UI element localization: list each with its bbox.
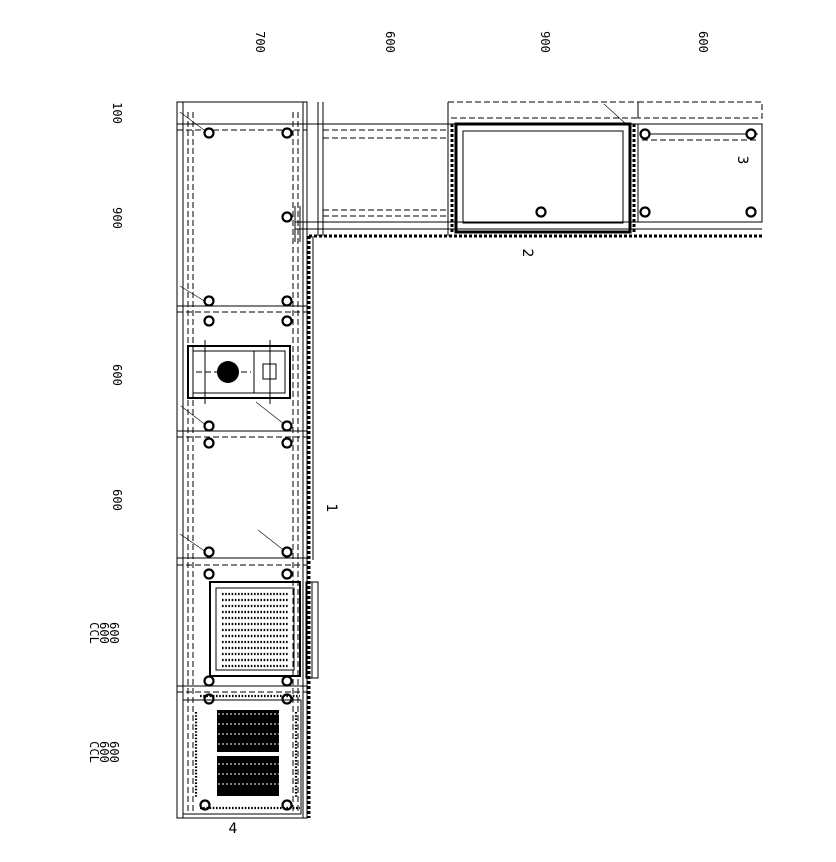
top-dimensions: 700 600 900 600	[253, 31, 710, 53]
hinge-icon	[281, 675, 293, 687]
hinge-icon	[281, 546, 293, 558]
section-600b-frame	[637, 123, 763, 223]
hinge-icon	[203, 675, 215, 687]
dim-top-0: 700	[253, 31, 267, 53]
side-stack-2-line-2: 600	[107, 741, 121, 763]
hinge-icon	[535, 206, 547, 218]
hinge-icon	[203, 568, 215, 580]
hinge-icon	[281, 437, 293, 449]
swing-tick-1	[179, 111, 205, 131]
sink-inner	[215, 587, 295, 671]
unit-4-block-top	[217, 710, 279, 752]
hinge-icon	[203, 295, 215, 307]
sink-grid	[222, 592, 288, 668]
hinge-icon	[281, 420, 293, 432]
unit-4-block-bottom	[217, 756, 279, 796]
left-cabinet-run	[176, 101, 319, 819]
cooktop-inner	[192, 350, 286, 394]
section-600b-top	[637, 101, 763, 119]
hinge-icon	[281, 295, 293, 307]
hinge-icon	[639, 128, 651, 140]
section-900-swing	[603, 103, 627, 125]
hinge-icon	[203, 127, 215, 139]
swing-tick-2	[179, 285, 207, 303]
dim-side-1: 900	[110, 207, 124, 229]
side-dimensions: 100 900 600 600 CCL 600 600 CCL 600 600	[87, 102, 124, 763]
section-900-frame	[454, 122, 632, 234]
cooktop-unit	[187, 340, 291, 404]
swing-tick-4	[255, 401, 285, 425]
label-run-2: 2	[519, 249, 535, 258]
section-900-inner	[462, 130, 624, 224]
cooktop-outline	[187, 345, 291, 399]
hinge-icon	[203, 546, 215, 558]
dim-top-3: 600	[696, 31, 710, 53]
dim-top-1: 600	[383, 31, 397, 53]
hinge-icon	[745, 128, 757, 140]
hinge-icon	[281, 568, 293, 580]
dim-top-2: 900	[538, 31, 552, 53]
left-run-hinges	[199, 127, 293, 811]
label-unit-3: 3	[734, 156, 750, 165]
side-stack-2: CCL 600 600	[87, 741, 121, 763]
sink-outline	[209, 581, 301, 677]
side-stack-2-line-0: CCL	[87, 741, 101, 763]
hinge-icon	[203, 693, 215, 705]
unit-4-pattern	[210, 713, 288, 785]
side-stack-1: CCL 600 600	[87, 622, 121, 644]
hinge-icon	[199, 799, 211, 811]
hinge-icon	[745, 206, 757, 218]
dim-side-2: 600	[110, 364, 124, 386]
label-unit-4: 4	[229, 821, 238, 837]
section-900-top	[447, 101, 639, 119]
swing-tick-6	[257, 529, 287, 553]
dim-side-3: 600	[110, 489, 124, 511]
side-stack-1-line-2: 600	[107, 622, 121, 644]
hinge-icon	[281, 315, 293, 327]
side-stack-1-line-0: CCL	[87, 622, 101, 644]
side-stack-2-line-1: 600	[97, 741, 111, 763]
top-cabinet-run	[294, 101, 763, 242]
label-run-1: 1	[323, 504, 339, 513]
side-stack-1-line-1: 600	[97, 622, 111, 644]
swing-tick-3	[180, 405, 208, 427]
hinge-icon	[203, 420, 215, 432]
hinge-icon	[203, 315, 215, 327]
run-labels: 1 2 3 4	[229, 156, 750, 837]
unit-4-appliance	[182, 694, 302, 815]
dim-side-0: 100	[110, 102, 124, 124]
sink-unit	[209, 581, 319, 679]
hinge-icon	[639, 206, 651, 218]
unit-4-outline	[182, 699, 302, 815]
hinge-icon	[203, 437, 215, 449]
hinge-icon	[281, 127, 293, 139]
swing-tick-5	[179, 533, 207, 553]
left-run-top-plate	[176, 101, 308, 125]
hinge-icon	[281, 211, 293, 223]
